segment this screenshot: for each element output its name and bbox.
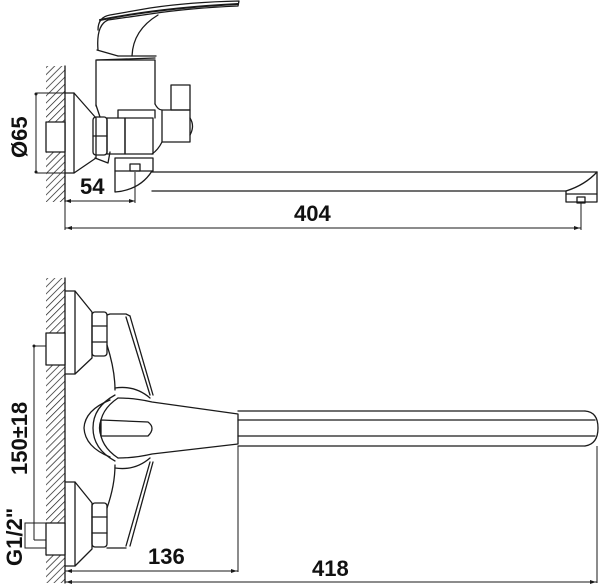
mixer-body-side [95,0,240,155]
dim-label-418: 418 [312,556,349,581]
spout-side [114,157,598,204]
hex-nut-side [92,104,156,164]
mixer-body-front [83,313,239,549]
front-view: 150±18 G1/2" 136 418 [2,277,599,584]
dim-wall-to-outlet: 54 [65,172,136,203]
dim-overall-length: 418 [65,446,598,584]
dim-label-diameter: Ø65 [7,116,32,158]
escutcheon-side [64,92,97,174]
lower-escutcheon [64,481,108,567]
dim-label-136: 136 [148,544,185,569]
dim-wall-to-body: 136 [65,446,239,573]
dim-label-54: 54 [80,174,105,199]
spout-front [237,410,599,447]
dim-label-thread: G1/2" [2,508,27,566]
dim-label-150: 150±18 [7,402,32,475]
dim-label-404: 404 [294,201,331,226]
wall-hatch-front [45,277,66,584]
wall-hatch-side [45,65,66,203]
dim-escutcheon-diameter: Ø65 [7,92,65,174]
dim-overall-reach: 404 [64,201,582,230]
dim-inlet-thread: G1/2" [2,508,46,566]
upper-escutcheon [64,290,108,375]
side-view: Ø65 54 404 [7,0,598,230]
dim-inlet-centers: 150±18 [7,344,46,540]
